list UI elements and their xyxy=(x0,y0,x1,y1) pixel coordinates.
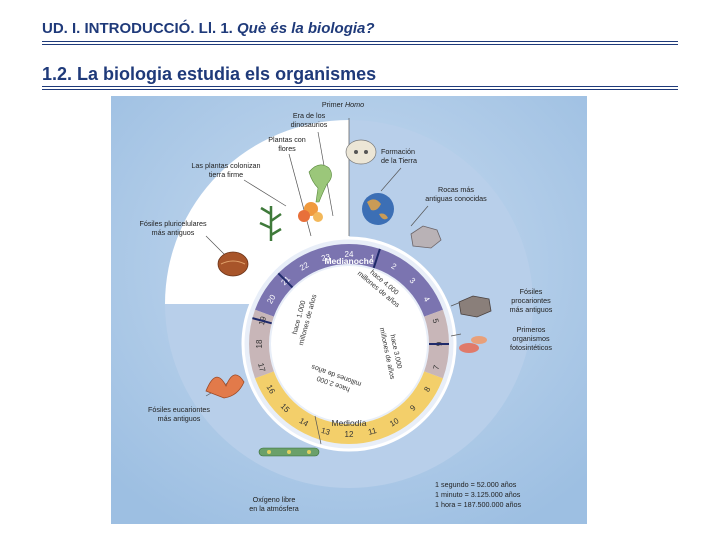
marker-tick xyxy=(277,272,294,289)
hour-label: 11 xyxy=(367,426,378,437)
svg-text:más antiguos: más antiguos xyxy=(510,305,553,314)
hour-label: 2 xyxy=(390,261,399,271)
mediodia-label: Mediodía xyxy=(332,418,367,428)
label-fosiles-pluricelulares: Fósiles pluricelulares xyxy=(139,219,207,228)
hour-label: 7 xyxy=(431,364,441,371)
breadcrumb-prefix: UD. I. INTRODUCCIÓ. Ll. 1. xyxy=(42,20,233,37)
prokaryote-fossil-icon xyxy=(458,295,492,318)
hour-label: 23 xyxy=(320,252,331,263)
svg-text:procariontes: procariontes xyxy=(511,296,551,305)
clock-center xyxy=(271,266,427,422)
hour-label: 24 xyxy=(345,250,354,259)
marker-tick xyxy=(252,317,272,325)
fossil-shell-icon xyxy=(217,251,249,277)
flower-icon xyxy=(298,202,323,222)
label-primer-homo: Primer Homo xyxy=(322,100,364,109)
fern-icon xyxy=(259,206,282,241)
marker-tick xyxy=(372,248,381,269)
svg-text:antiguas conocidas: antiguas conocidas xyxy=(425,194,487,203)
dinosaur-icon xyxy=(308,164,332,203)
eukaryote-fossil-icon xyxy=(205,374,245,399)
svg-text:dinosaurios: dinosaurios xyxy=(291,120,328,129)
day-band xyxy=(255,371,443,445)
event-labels: Primer Homo Era de los dinosaurios Plant… xyxy=(139,100,552,513)
hour-label: 3 xyxy=(408,276,418,286)
breadcrumb-title: Què és la biologia? xyxy=(237,20,375,37)
hour-label: 8 xyxy=(422,385,432,394)
time-scale-legend: 1 segundo = 52.000 años 1 minuto = 3.125… xyxy=(435,480,522,509)
hour-label: 4 xyxy=(421,295,431,304)
night-band xyxy=(255,243,443,317)
dusk-band xyxy=(248,309,274,379)
hour-label: 12 xyxy=(345,430,354,439)
section-rule xyxy=(42,86,678,90)
legend-second: 1 segundo = 52.000 años xyxy=(435,480,517,489)
breadcrumb: UD. I. INTRODUCCIÓ. Ll. 1. Què és la bio… xyxy=(42,20,375,37)
hour-ticks xyxy=(252,248,449,345)
svg-text:más antiguos: más antiguos xyxy=(152,228,195,237)
svg-text:fotosintéticos: fotosintéticos xyxy=(510,343,552,352)
label-eucariontes: Fósiles eucariontes xyxy=(148,405,210,414)
svg-text:flores: flores xyxy=(278,144,296,153)
svg-text:más antiguos: más antiguos xyxy=(158,414,201,423)
hour-label: 13 xyxy=(320,426,331,437)
earth-icon xyxy=(362,193,394,225)
label-rocas: Rocas más xyxy=(438,185,474,194)
svg-text:tierra firme: tierra firme xyxy=(209,170,243,179)
header-rule xyxy=(42,41,678,45)
label-plantas-flores: Plantas con xyxy=(268,135,306,144)
history-of-life-clock-diagram: 123456789101112131415161718192021222324 … xyxy=(111,96,587,524)
label-era-dinosaurios: Era de los xyxy=(293,111,326,120)
legend-hour: 1 hora = 187.500.000 años xyxy=(435,500,522,509)
svg-text:en la atmósfera: en la atmósfera xyxy=(249,504,299,513)
photosynthetic-icon xyxy=(459,336,487,353)
svg-text:organismos: organismos xyxy=(512,334,550,343)
label-fotosinteticos: Primeros xyxy=(517,325,546,334)
hour-label: 5 xyxy=(431,318,441,325)
label-fosiles-procariontes: Fósiles xyxy=(520,287,543,296)
hour-label: 18 xyxy=(255,339,264,348)
label-oxigeno: Oxígeno libre xyxy=(253,495,296,504)
svg-text:de la Tierra: de la Tierra xyxy=(381,156,417,165)
hour-label: 1 xyxy=(369,253,376,263)
medianoche-label: Medianoche xyxy=(324,256,373,266)
label-formacion-tierra: Formación xyxy=(381,147,415,156)
oxygen-cyanobacteria-icon xyxy=(258,447,320,457)
primer-homo-icon xyxy=(345,139,377,165)
label-plantas-tierra: Las plantas colonizan xyxy=(191,161,260,170)
hour-label: 9 xyxy=(408,403,418,413)
rock-icon xyxy=(410,225,442,249)
section-title: 1.2. La biologia estudia els organismes xyxy=(42,64,377,84)
hour-label: 17 xyxy=(256,362,267,373)
legend-minute: 1 minuto = 3.125.000 años xyxy=(435,490,521,499)
